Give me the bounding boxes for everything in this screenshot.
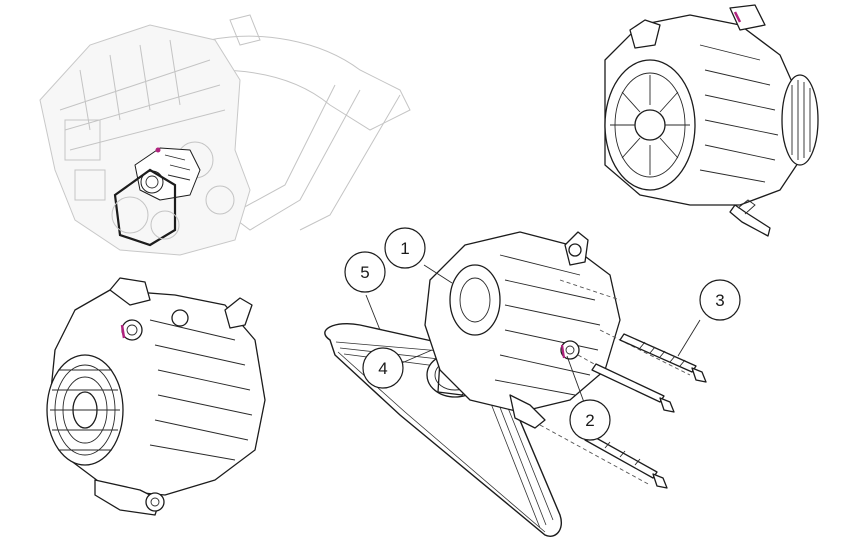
callout-circle: [344, 251, 386, 293]
callout-circle: [569, 399, 611, 441]
alternator-front-view: [46, 277, 266, 516]
callout-label-3: 3: [715, 291, 724, 310]
callout-4: 4: [362, 347, 404, 389]
rear-highlight-mark: [733, 11, 742, 23]
main-highlight-mark: [560, 344, 566, 359]
callout-label-5: 5: [360, 263, 369, 282]
callout-1: 1: [384, 227, 426, 269]
callout-circle: [362, 347, 404, 389]
leader-1: [423, 264, 453, 284]
leader-5: [365, 294, 381, 331]
front-highlight-mark: [120, 324, 126, 339]
callout-3: 3: [699, 279, 741, 321]
callout-5: 5: [344, 251, 386, 293]
leader-3: [677, 319, 701, 357]
engine-highlight-dot: [155, 147, 161, 153]
mounting-bolts: [584, 333, 707, 489]
callout-circle: [384, 227, 426, 269]
callout-label-1: 1: [400, 239, 409, 258]
callout-2: 2: [569, 399, 611, 441]
leader-2: [566, 355, 586, 406]
alternator-rear-view: [604, 4, 819, 237]
engine-belt: [113, 168, 177, 247]
callout-label-4: 4: [378, 359, 387, 378]
callout-label-2: 2: [585, 411, 594, 430]
mount-bushing: [560, 340, 580, 360]
callout-circle: [699, 279, 741, 321]
engine-alternator-highlight: [134, 147, 201, 201]
engine-overview: [39, 14, 411, 256]
exploded-assembly: [324, 231, 707, 537]
alternator-main: [424, 231, 621, 429]
